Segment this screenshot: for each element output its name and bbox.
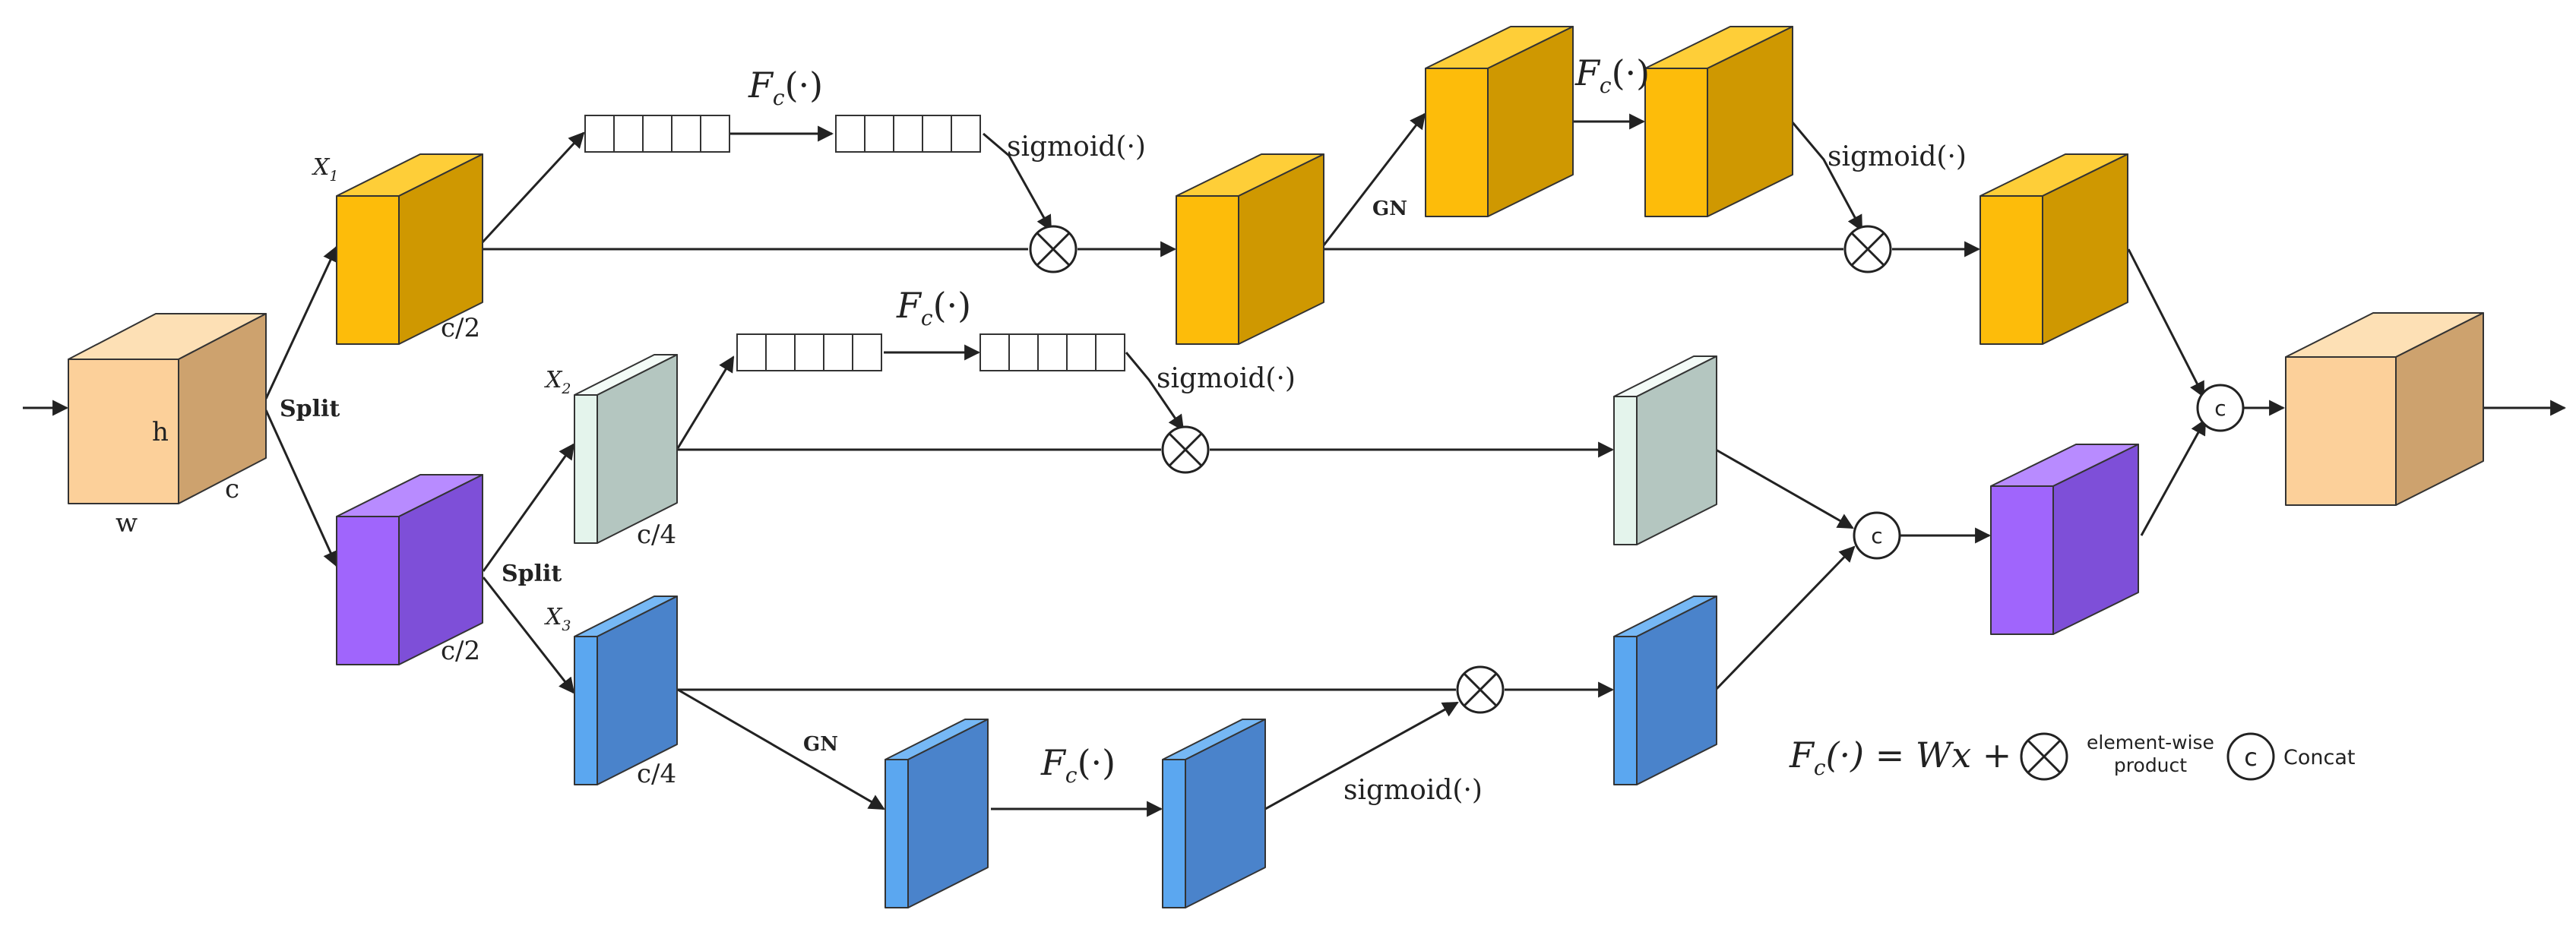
fc-label-4: Fc(·) bbox=[1040, 742, 1116, 788]
multiply-op-2 bbox=[1843, 225, 1892, 273]
blue-gated-cube bbox=[1613, 596, 1717, 785]
input-h-label: h bbox=[152, 417, 169, 447]
vector-mid-2 bbox=[979, 333, 1125, 371]
gn2-arrow bbox=[677, 688, 885, 810]
split-to-x1-arrow bbox=[264, 245, 338, 400]
top-gated-cube bbox=[1176, 153, 1324, 345]
x3-feature-cube bbox=[574, 596, 678, 785]
top-gn-cube bbox=[1425, 26, 1574, 217]
legend-concat-label: Concat bbox=[2283, 746, 2355, 769]
legend-concat-icon: c bbox=[2226, 732, 2275, 781]
cubes bbox=[68, 26, 2484, 908]
gn-label-1: GN bbox=[1372, 197, 1407, 220]
sigmoid2-arrow bbox=[1790, 121, 1863, 232]
purple-to-concat2-arrow bbox=[2140, 419, 2207, 536]
top-to-concat-arrow bbox=[2127, 248, 2205, 398]
mint-to-concat-arrow bbox=[1715, 448, 1854, 529]
gn-label-2: GN bbox=[803, 733, 838, 756]
input-tensor-cube bbox=[68, 313, 267, 504]
input-c-label: c bbox=[225, 474, 239, 504]
sigmoid3-arrow bbox=[1125, 352, 1185, 431]
labels: w h c Split Split X1 X2 X3 c/2 c/2 c/4 c… bbox=[116, 52, 1967, 806]
x1-feature-cube bbox=[336, 153, 483, 345]
x2-label: X2 bbox=[544, 367, 571, 397]
sigmoid1-arrow bbox=[983, 132, 1052, 232]
x2-to-vector-arrow bbox=[676, 355, 735, 449]
x3-channels-label: c/4 bbox=[637, 759, 676, 789]
svg-text:c: c bbox=[1871, 523, 1882, 548]
x2-feature-cube bbox=[574, 354, 678, 544]
split-label-1: Split bbox=[280, 396, 340, 422]
concat-op-1: c bbox=[1853, 511, 1901, 560]
sigmoid-label-1: sigmoid(·) bbox=[1007, 131, 1146, 163]
sigmoid-label-3: sigmoid(·) bbox=[1157, 363, 1296, 394]
x1-label: X1 bbox=[312, 154, 338, 185]
legend-product-line2: product bbox=[2114, 754, 2187, 776]
input-w-label: w bbox=[116, 508, 138, 539]
vector-mid-1 bbox=[736, 333, 882, 371]
output-tensor-cube bbox=[2285, 312, 2484, 506]
multiply-op-3 bbox=[1161, 425, 1210, 474]
purple-feature-cube bbox=[336, 474, 483, 665]
sigmoid-label-2: sigmoid(·) bbox=[1828, 141, 1967, 172]
top-output-cube bbox=[1979, 153, 2128, 345]
top-fc-cube bbox=[1644, 26, 1793, 217]
merged-purple-cube bbox=[1990, 444, 2139, 635]
vectors bbox=[584, 115, 1125, 371]
fc-label-3: Fc(·) bbox=[896, 285, 971, 330]
concat-op-2: c bbox=[2196, 384, 2245, 432]
blue-to-concat-arrow bbox=[1714, 545, 1856, 691]
x3-label: X3 bbox=[544, 604, 571, 634]
legend: Fc(·) = Wx + b element-wise product c Co… bbox=[1789, 731, 2355, 781]
split-to-purple-arrow bbox=[264, 409, 338, 567]
vector-top-1 bbox=[584, 115, 730, 153]
sigmoid4-arrow bbox=[1264, 701, 1459, 810]
legend-product-icon bbox=[2020, 732, 2068, 781]
vector-top-2 bbox=[835, 115, 981, 153]
x1-channels-label: c/2 bbox=[441, 313, 480, 343]
split-label-2: Split bbox=[502, 561, 562, 587]
svg-text:c: c bbox=[2214, 396, 2226, 421]
mint-gated-cube bbox=[1613, 355, 1717, 545]
multiply-op-4 bbox=[1456, 665, 1505, 714]
split2-to-x2-arrow bbox=[482, 443, 575, 572]
fc-label-2: Fc(·) bbox=[1574, 52, 1650, 98]
split2-to-x3-arrow bbox=[482, 577, 575, 694]
sigmoid-label-4: sigmoid(·) bbox=[1343, 775, 1483, 806]
svg-text:c: c bbox=[2244, 743, 2258, 772]
blue-gn-cube bbox=[885, 719, 989, 908]
purple-channels-label: c/2 bbox=[441, 636, 480, 666]
multiply-op-1 bbox=[1029, 225, 1078, 273]
legend-formula: Fc(·) = Wx + b bbox=[1789, 735, 2045, 780]
blue-fc-cube bbox=[1162, 719, 1266, 908]
fc-label-1: Fc(·) bbox=[748, 65, 823, 110]
operators: cc bbox=[1029, 225, 2245, 714]
x2-channels-label: c/4 bbox=[637, 520, 676, 550]
legend-product-line1: element-wise bbox=[2087, 731, 2214, 753]
connections bbox=[23, 112, 2567, 817]
x1-to-vector-arrow bbox=[480, 131, 585, 245]
gn1-arrow bbox=[1322, 112, 1426, 246]
